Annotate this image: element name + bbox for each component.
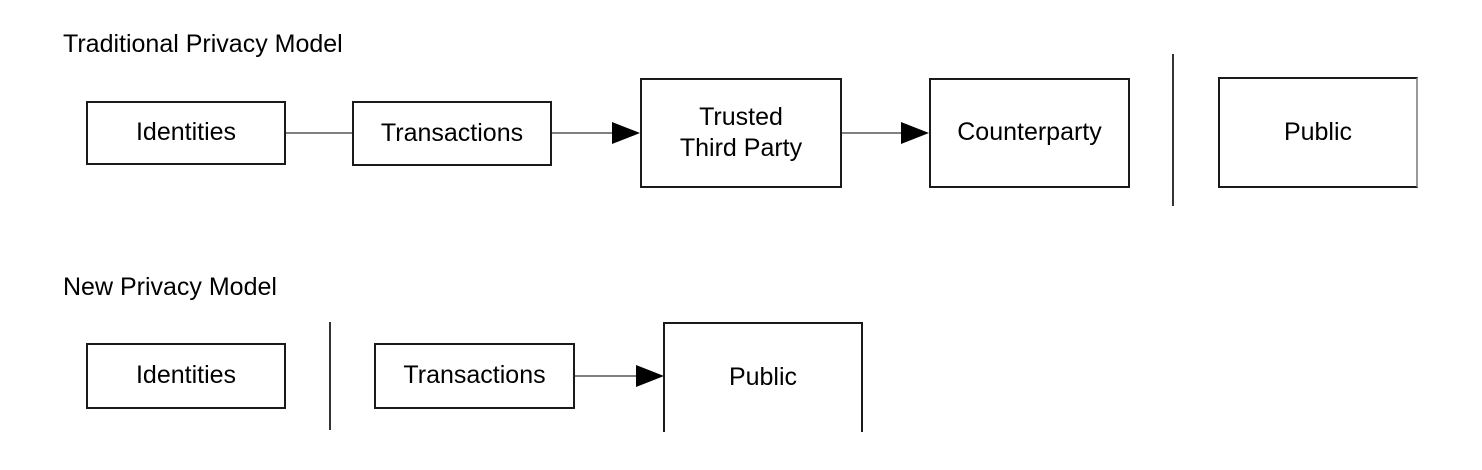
traditional-public-box: Public	[1218, 77, 1418, 188]
traditional-identities-box: Identities	[86, 101, 286, 165]
new-public-label: Public	[728, 363, 798, 392]
traditional-identities-label: Identities	[135, 118, 237, 147]
ttp-to-counterparty-arrow-line	[842, 132, 903, 134]
new-identities-label: Identities	[135, 361, 237, 390]
traditional-model-title: Traditional Privacy Model	[63, 30, 343, 58]
trusted-third-party-box: Trusted Third Party	[640, 78, 842, 188]
transactions-to-public-arrowhead-icon	[636, 365, 664, 387]
traditional-transactions-label: Transactions	[380, 118, 524, 147]
new-divider-line	[329, 322, 331, 430]
traditional-public-label: Public	[1283, 117, 1353, 146]
counterparty-box: Counterparty	[929, 78, 1130, 188]
transactions-to-ttp-arrowhead-icon	[612, 122, 640, 144]
traditional-divider-line	[1172, 54, 1174, 206]
new-transactions-box: Transactions	[374, 343, 575, 409]
new-public-box: Public	[663, 322, 863, 432]
ttp-to-counterparty-arrowhead-icon	[901, 122, 929, 144]
trusted-third-party-label: Trusted Third Party	[679, 102, 803, 162]
identities-transactions-connector-line	[286, 132, 352, 134]
traditional-transactions-box: Transactions	[352, 101, 552, 166]
new-identities-box: Identities	[86, 343, 286, 409]
new-transactions-label: Transactions	[403, 361, 546, 390]
new-model-title: New Privacy Model	[63, 273, 277, 301]
transactions-to-public-arrow-line	[575, 375, 638, 377]
transactions-to-ttp-arrow-line	[552, 132, 614, 134]
counterparty-label: Counterparty	[957, 118, 1102, 147]
